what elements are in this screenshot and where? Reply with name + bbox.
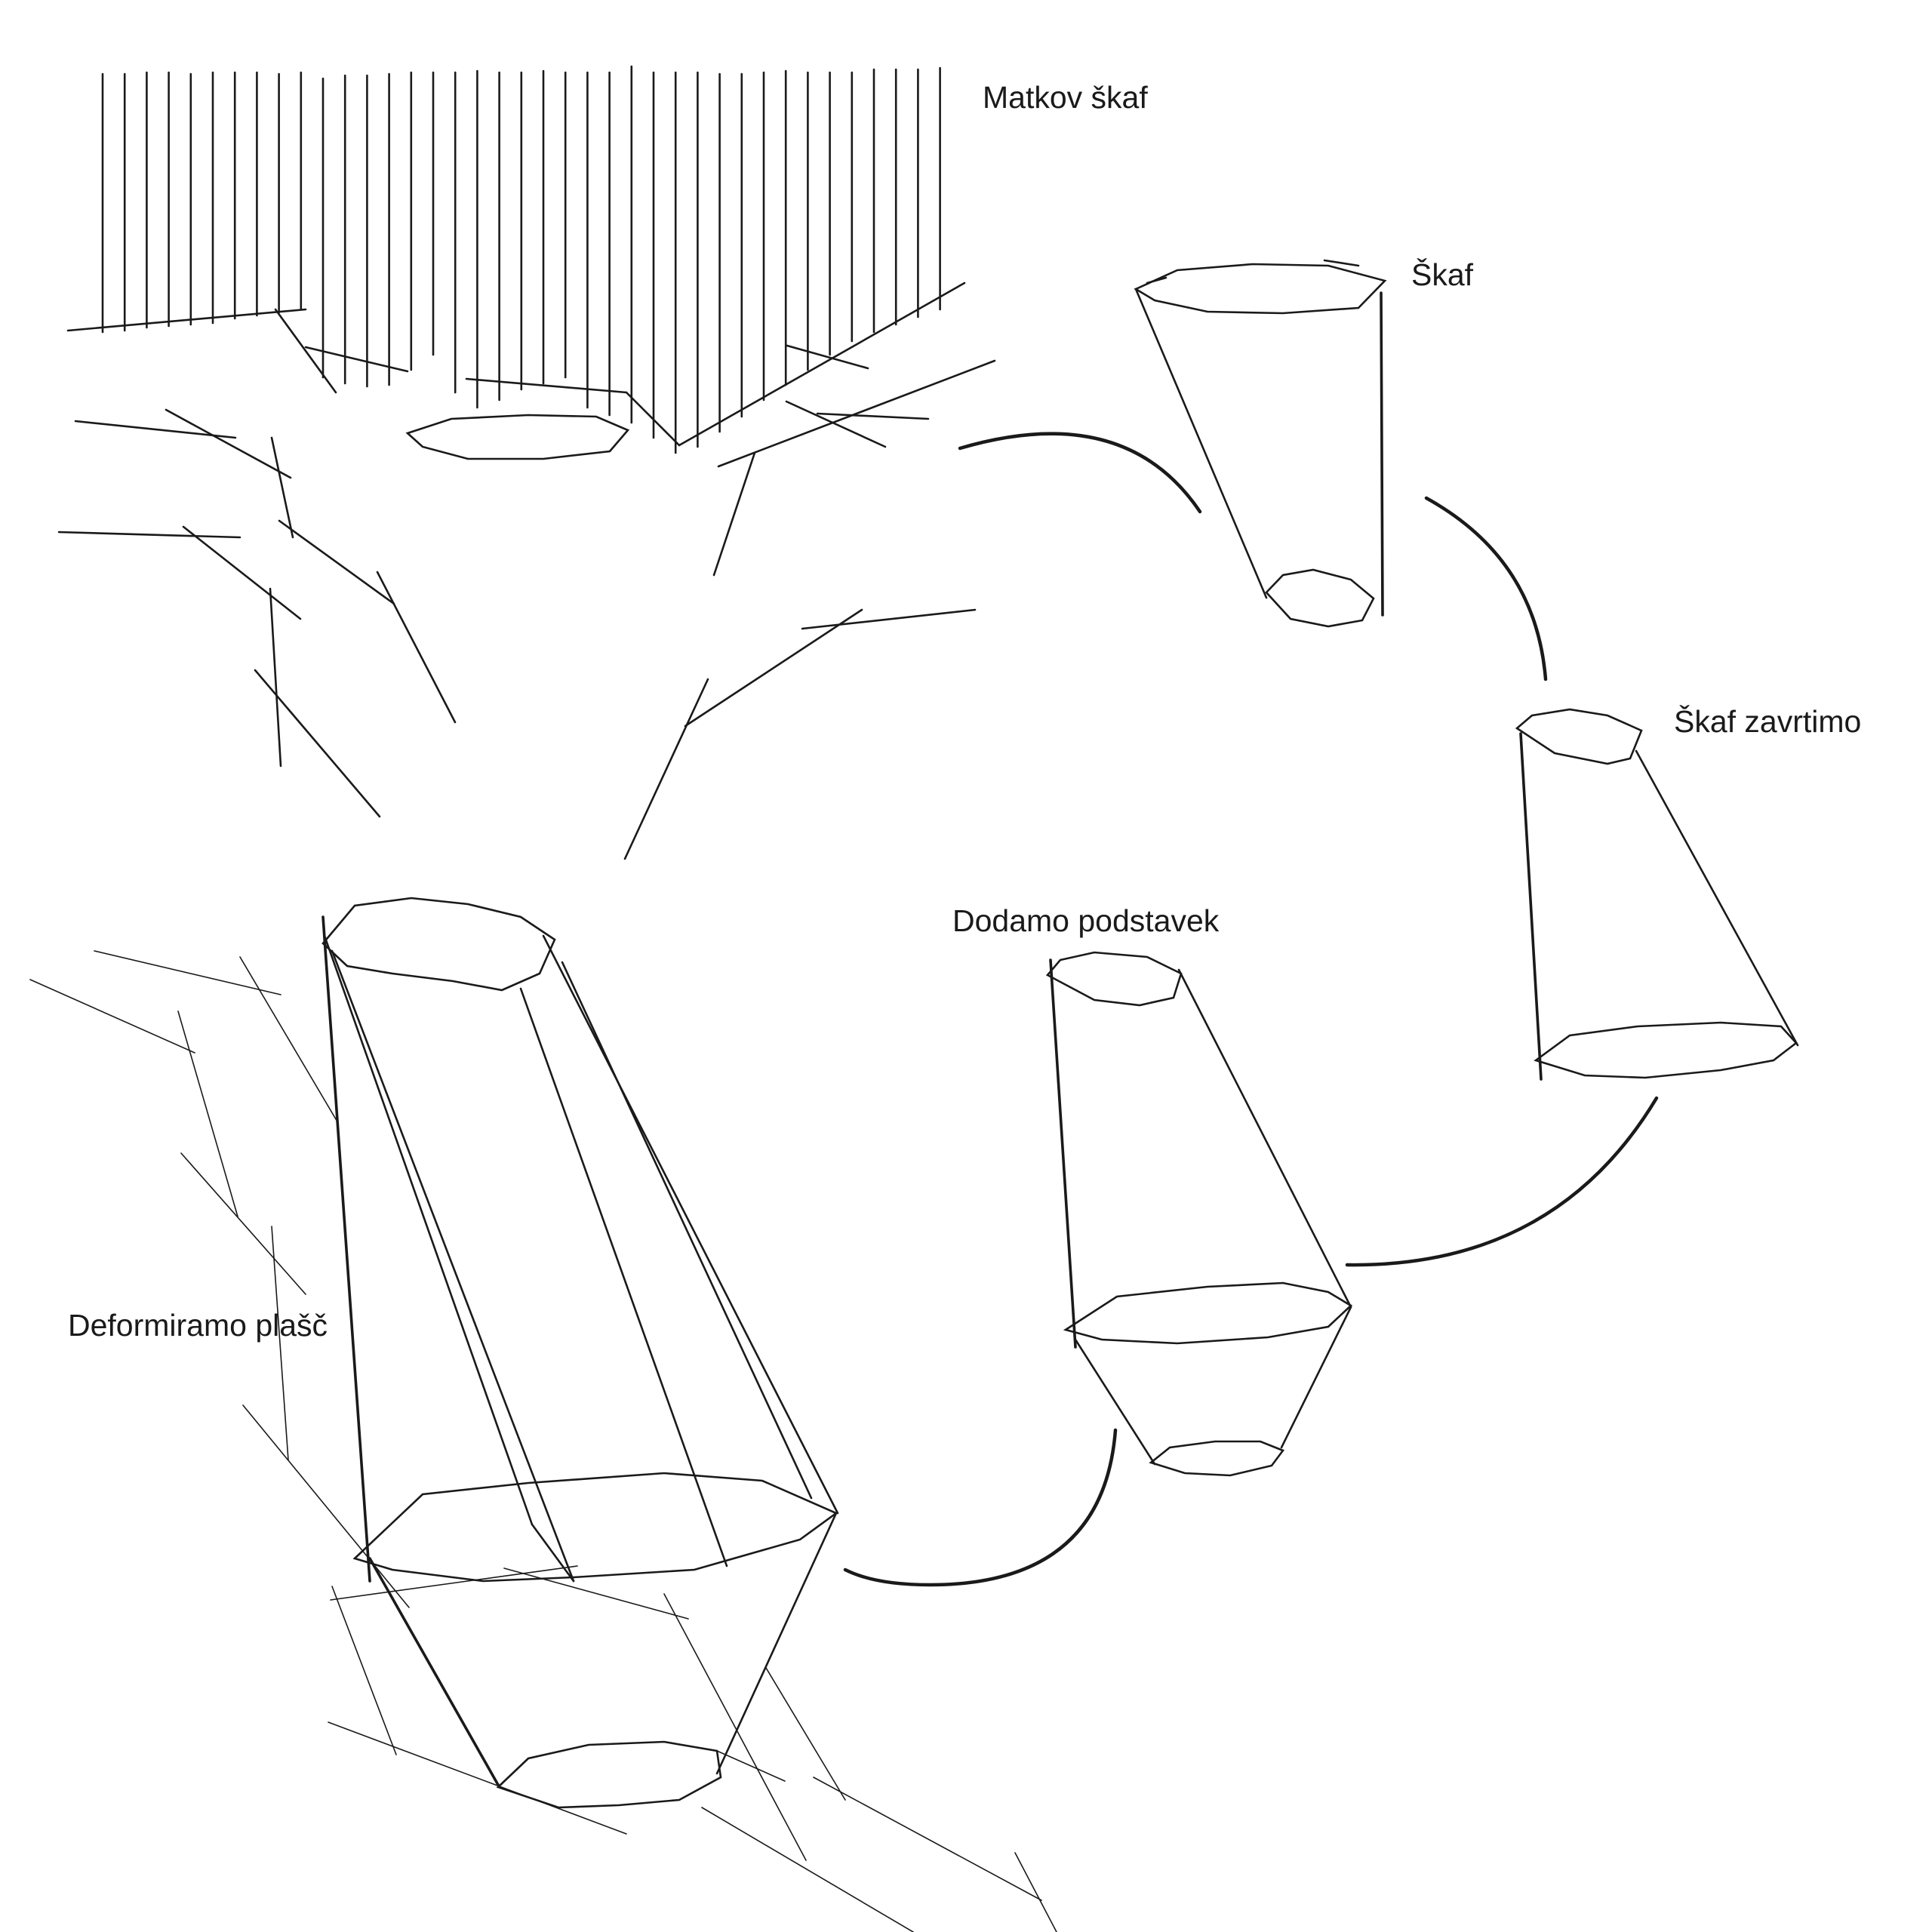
arc-2 bbox=[1424, 496, 1548, 681]
skaf-with-base bbox=[1045, 951, 1353, 1477]
arc-3 bbox=[1345, 1096, 1659, 1267]
skaf-deformed bbox=[29, 897, 1057, 1932]
arc-4 bbox=[843, 1428, 1118, 1587]
label-deformiramo-plasc: Deformiramo plašč bbox=[68, 1308, 328, 1343]
connector-arcs bbox=[843, 432, 1659, 1587]
arc-1 bbox=[958, 432, 1202, 514]
label-dodamo-podstavek: Dodamo podstavek bbox=[952, 903, 1220, 938]
matkov-skaf-octagon bbox=[405, 414, 630, 460]
skaf-rotated bbox=[1515, 708, 1799, 1081]
label-skaf-zavrtimo: Škaf zavrtimo bbox=[1674, 704, 1861, 739]
hatch-lines bbox=[101, 65, 941, 454]
label-skaf: Škaf bbox=[1411, 257, 1474, 292]
label-matkov-skaf: Matkov škaf bbox=[983, 80, 1148, 115]
skaf-cup bbox=[1134, 259, 1387, 628]
matkov-skaf-sketch bbox=[57, 65, 996, 860]
thin-strokes bbox=[29, 950, 1057, 1932]
